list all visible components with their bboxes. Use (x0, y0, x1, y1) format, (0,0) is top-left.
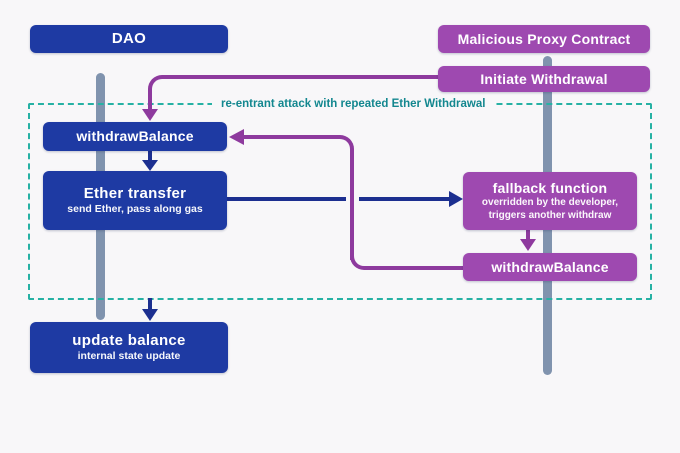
arrow-withdraw-to-ether-line (148, 151, 152, 162)
arrow-fallback-to-withdraw-line (526, 230, 530, 240)
withdraw-balance-proxy-label: withdrawBalance (491, 258, 609, 275)
arrow-to-update-balance-line (148, 298, 152, 310)
fallback-function-subtitle-line2: triggers another withdraw (488, 209, 612, 221)
initiate-withdrawal-box: Initiate Withdrawal (438, 66, 650, 92)
fallback-function-box: fallback function overridden by the deve… (463, 172, 637, 230)
arrow-initiate-to-withdraw-path (148, 75, 438, 115)
ether-transfer-title: Ether transfer (83, 185, 187, 202)
ether-transfer-subtitle: send Ether, pass along gas (67, 203, 203, 215)
malicious-proxy-actor-label: Malicious Proxy Contract (457, 30, 631, 47)
arrow-reentry-path-lower (350, 256, 463, 270)
fallback-function-title: fallback function (492, 180, 608, 196)
ether-transfer-box: Ether transfer send Ether, pass along ga… (43, 171, 227, 230)
arrow-fallback-to-withdraw-head-icon (520, 239, 536, 251)
dao-actor-label: DAO (111, 30, 147, 47)
initiate-withdrawal-label: Initiate Withdrawal (480, 70, 608, 87)
arrow-ether-to-fallback-head-icon (449, 191, 463, 207)
arrow-initiate-to-withdraw-head-icon (142, 109, 158, 121)
withdraw-balance-dao-box: withdrawBalance (43, 122, 227, 151)
update-balance-title: update balance (72, 332, 186, 349)
reentrant-attack-label: re-entrant attack with repeated Ether Wi… (212, 96, 495, 112)
withdraw-balance-dao-label: withdrawBalance (76, 128, 194, 144)
arrow-ether-to-fallback-line-right (359, 197, 450, 201)
update-balance-subtitle: internal state update (77, 350, 181, 362)
malicious-proxy-actor-box: Malicious Proxy Contract (438, 25, 650, 53)
fallback-function-subtitle-line1: overridden by the developer, (481, 197, 619, 208)
arrow-reentry-head-icon (229, 129, 244, 145)
arrow-ether-to-fallback-line-left (227, 197, 346, 201)
arrow-to-update-balance-head-icon (142, 309, 158, 321)
withdraw-balance-proxy-box: withdrawBalance (463, 253, 637, 281)
dao-actor-box: DAO (30, 25, 228, 53)
arrow-reentry-path-upper (244, 135, 354, 260)
update-balance-box: update balance internal state update (30, 322, 228, 373)
arrow-withdraw-to-ether-head-icon (142, 160, 158, 171)
